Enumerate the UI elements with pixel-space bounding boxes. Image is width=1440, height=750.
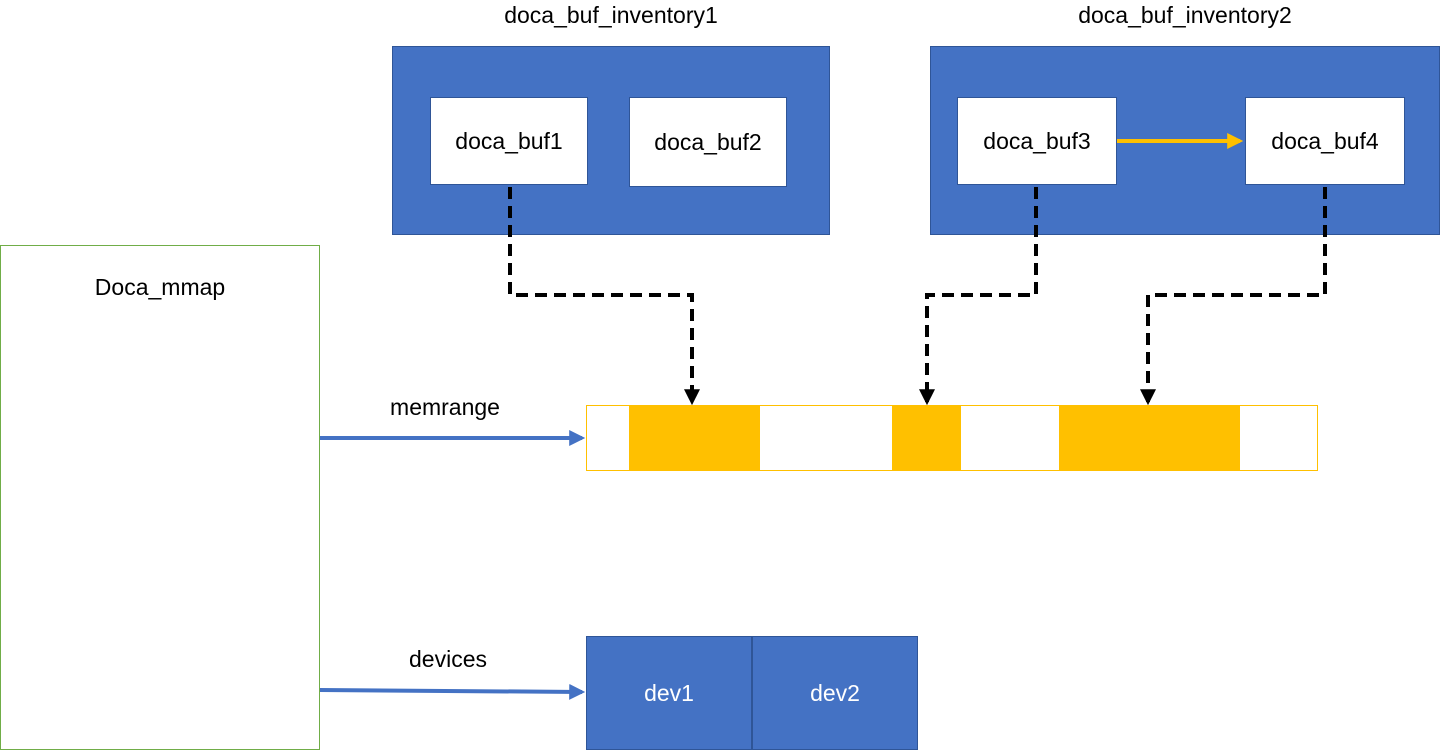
device-dev2[interactable]: dev2 <box>752 636 918 750</box>
device-label: dev2 <box>810 679 860 706</box>
memrange-used-segment-1 <box>629 406 760 470</box>
buffer-label: doca_buf1 <box>455 127 563 154</box>
devices-edge-label: devices <box>409 646 487 672</box>
memrange-edge-label: memrange <box>390 394 500 420</box>
buffer-doca-buf4[interactable]: doca_buf4 <box>1245 97 1405 185</box>
memrange-bar[interactable] <box>586 405 1318 471</box>
buffer-doca-buf2[interactable]: doca_buf2 <box>629 97 787 187</box>
device-label: dev1 <box>644 679 694 706</box>
buffer-label: doca_buf2 <box>654 128 762 155</box>
buffer-label: doca_buf4 <box>1271 127 1379 154</box>
buffer-doca-buf3[interactable]: doca_buf3 <box>957 97 1117 185</box>
doca-mmap-label: Doca_mmap <box>94 274 226 300</box>
devices-arrow <box>319 683 586 700</box>
memrange-used-segment-3 <box>1059 406 1241 470</box>
inventory1-title: doca_buf_inventory1 <box>504 2 718 28</box>
buffer-label: doca_buf3 <box>983 127 1091 154</box>
doca-mmap-box[interactable] <box>0 245 320 750</box>
buffer-doca-buf1[interactable]: doca_buf1 <box>430 97 588 185</box>
inventory2-title: doca_buf_inventory2 <box>1078 2 1292 28</box>
memrange-used-segment-2 <box>892 406 962 470</box>
device-dev1[interactable]: dev1 <box>586 636 752 750</box>
